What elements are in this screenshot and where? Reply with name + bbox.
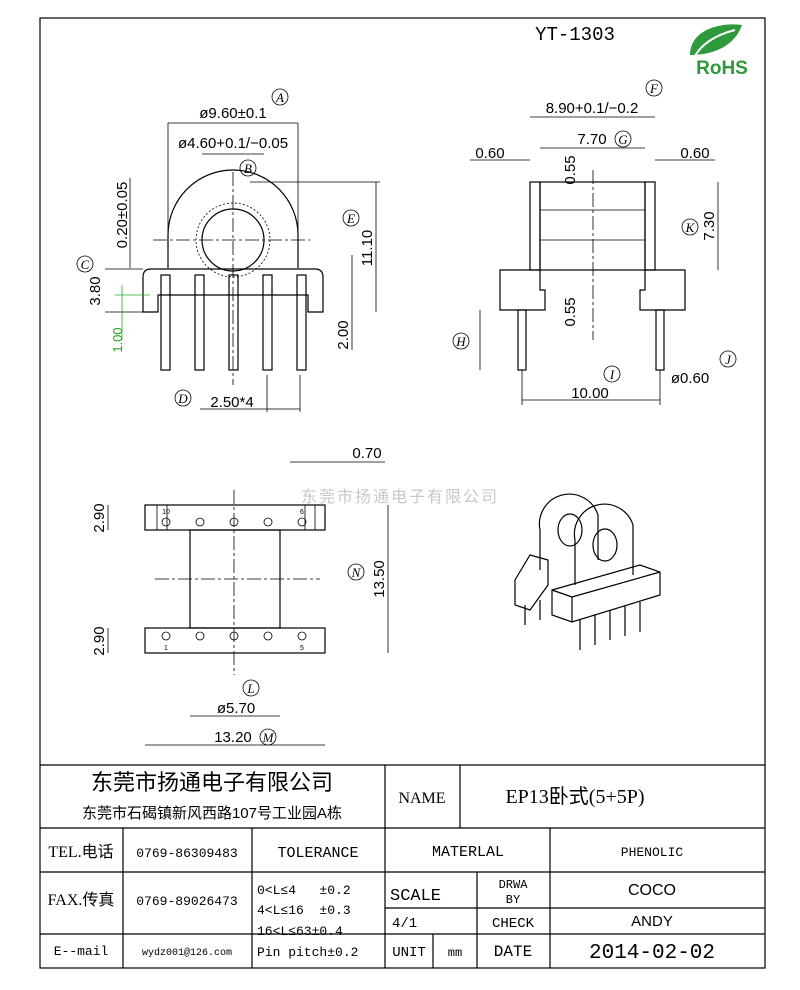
title-block: 东莞市扬通电子有限公司 东莞市石碣镇新风西路107号工业园A栋 NAME EP1… (40, 764, 765, 968)
scale-label: SCALE (390, 887, 441, 906)
label: H (455, 334, 466, 349)
pin-label-6: 6 (300, 509, 304, 516)
label: E (346, 211, 355, 226)
unit-value: mm (448, 946, 462, 960)
tolerance-row: 16<L≤63±0.4 (257, 924, 343, 939)
tolerance-row: Pin pitch±0.2 (257, 945, 358, 960)
front-view: ø9.60±0.1 ø4.60+0.1/−0.05 11.10 2.00 0.2… (76, 88, 380, 412)
dim-height: 11.10 (359, 230, 376, 266)
top-dim-core-dia: ø5.70 (217, 700, 255, 717)
material-label: MATERLAL (432, 844, 504, 861)
fax-label: FAX.传真 (48, 891, 115, 909)
part-name: EP13卧式(5+5P) (505, 785, 644, 808)
tolerance-row: 0<L≤4 ±0.2 (257, 883, 351, 898)
label: J (725, 352, 732, 367)
dim-outer-diameter: ø9.60±0.1 (199, 105, 266, 122)
tolerance-label: TOLERANCE (277, 845, 358, 862)
dim-pin-offset: 2.00 (335, 320, 352, 349)
sheet-border (39, 17, 766, 969)
dim-wall: 0.20±0.05 (114, 182, 131, 249)
top-dim-length: 13.50 (371, 560, 388, 598)
tel-value: 0769-86309483 (136, 846, 237, 861)
label: F (649, 81, 659, 96)
fax-value: 0769-89026473 (136, 894, 237, 909)
watermark: 东莞市扬通电子有限公司 (301, 488, 499, 506)
dim-inner-diameter: ø4.60+0.1/−0.05 (178, 135, 288, 152)
pin-label-5: 5 (300, 645, 304, 652)
label: L (246, 681, 254, 696)
side-view: 10.00 ø0.60 8.90+0.1/−0.2 7.70 0.60 0.60… (452, 79, 737, 405)
email-value: wydz001@126.com (142, 947, 232, 959)
unit-label: UNIT (392, 945, 426, 961)
rohs-logo: RoHS (690, 24, 748, 79)
label: G (618, 132, 628, 147)
label: B (244, 161, 252, 176)
label: A (275, 90, 284, 105)
top-dim-top-flange: 2.90 (91, 503, 108, 532)
side-dim-winding: 7.30 (701, 211, 718, 240)
top-dim-pin-offset: 0.70 (352, 445, 381, 462)
top-dim-width: 13.20 (214, 729, 252, 746)
side-dim-gap-bottom: 0.55 (562, 297, 579, 326)
tolerance-row: 4<L≤16 ±0.3 (257, 903, 351, 918)
side-dim-pin-dia: ø0.60 (671, 370, 709, 387)
drawing-number: YT-1303 (535, 24, 615, 46)
dim-pitch: 2.50*4 (210, 394, 253, 411)
isometric-view (514, 493, 661, 650)
material-value: PHENOLIC (621, 845, 684, 860)
label: M (262, 730, 275, 745)
tel-label: TEL.电话 (48, 843, 113, 861)
side-dim-inner: 7.70 (577, 131, 606, 148)
side-dim-right-flange: 0.60 (680, 145, 709, 162)
label: I (609, 367, 615, 382)
pin-label-1: 1 (164, 645, 168, 652)
email-label: E--mail (54, 944, 109, 959)
company-name: 东莞市扬通电子有限公司 (91, 770, 333, 795)
check-label: CHECK (492, 916, 535, 932)
scale-value: 4/1 (392, 916, 417, 932)
side-dim-total: 8.90+0.1/−0.2 (546, 100, 639, 117)
side-dim-left-flange: 0.60 (475, 145, 504, 162)
date-label: DATE (494, 943, 532, 961)
pin-label-10: 10 (162, 509, 170, 516)
top-view: 10 6 1 5 0.70 2.90 2.90 13.50 ø5.70 13.2… (91, 445, 389, 746)
dim-green: 1.00 (110, 327, 125, 352)
label: BY (506, 893, 520, 907)
check-value: ANDY (631, 913, 673, 930)
dim-base: 3.80 (87, 276, 104, 305)
side-dim-pin-span: 10.00 (571, 385, 609, 402)
label: K (685, 220, 696, 235)
label: N (351, 565, 362, 580)
label: C (81, 257, 90, 272)
label: D (177, 391, 188, 406)
top-dim-bottom-flange: 2.90 (91, 626, 108, 655)
drawn-by-value: COCO (628, 882, 676, 899)
label: RoHS (696, 58, 748, 79)
drawn-by-label: DRWA (499, 878, 529, 892)
side-dim-gap-top: 0.55 (562, 155, 579, 184)
company-address: 东莞市石碣镇新风西路107号工业园A栋 (82, 804, 342, 822)
name-label: NAME (398, 790, 445, 807)
date-value: 2014-02-02 (589, 942, 715, 965)
